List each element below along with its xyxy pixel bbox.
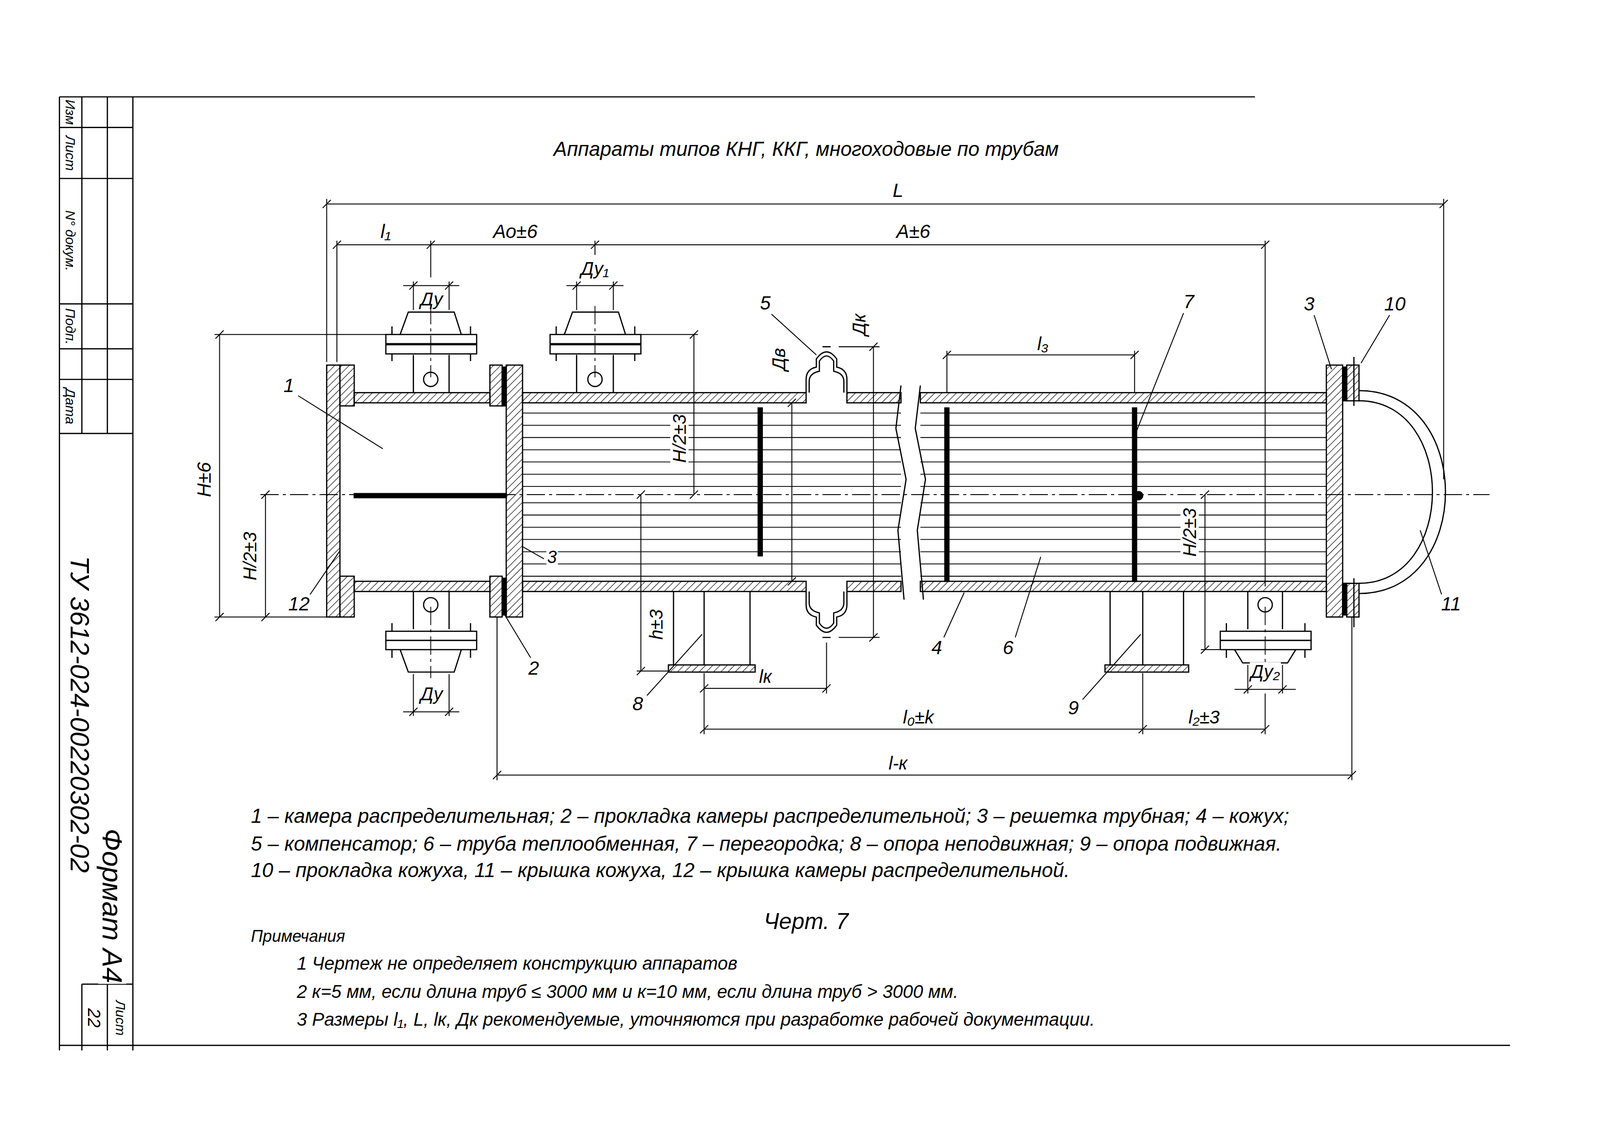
- dimension-label: L: [891, 181, 905, 201]
- stamp-text: Дата: [63, 387, 78, 425]
- dimension-lines: [214, 198, 1448, 781]
- callout-number: 3: [546, 548, 558, 566]
- dimension-label: l₀±k: [901, 708, 935, 727]
- notes-heading: Примечания: [249, 928, 347, 945]
- callout-number: 9: [1067, 698, 1080, 718]
- dimension-label: l₁: [379, 222, 393, 242]
- callout-number: 5: [759, 293, 772, 313]
- dimension-label: h±3: [647, 608, 666, 641]
- dimension-label: Ао±6: [491, 222, 539, 242]
- callout-number: 7: [1182, 292, 1195, 312]
- callout-number: 2: [527, 658, 540, 679]
- document-code: ТУ 3612-024-00220302-02: [66, 554, 94, 874]
- callout-number: 4: [930, 638, 943, 658]
- break-lines: [895, 385, 926, 601]
- dimension-label: H±6: [194, 460, 214, 498]
- hatched-walls: [326, 365, 1359, 673]
- dimension-label: Ду₁: [579, 259, 610, 278]
- dimension-label: H/2±3: [240, 530, 259, 581]
- dimension-label: H/2±3: [670, 413, 689, 464]
- stamp-text: Подп.: [63, 307, 78, 346]
- leader-lines: [298, 313, 1442, 700]
- sheet-frame: [59, 97, 1510, 1052]
- stamp-text: Лист: [63, 134, 78, 172]
- callout-number: 10: [1383, 294, 1407, 314]
- callout-number: 3: [1303, 294, 1316, 314]
- dimension-label: А±6: [895, 222, 932, 242]
- callout-number: 12: [287, 594, 311, 614]
- drawing-title: Аппараты типов КНГ, ККГ, многоходовые по…: [552, 139, 1060, 160]
- sheet-format: Формат А4: [98, 828, 127, 985]
- dimension-label: lк: [758, 667, 773, 686]
- gaskets: [354, 367, 1347, 616]
- dimension-label: l-к: [887, 754, 909, 773]
- dimension-label: l₂±3: [1187, 708, 1221, 727]
- callout-number: 1: [282, 376, 296, 396]
- nozzles: [385, 312, 1311, 673]
- dimension-label: Дв: [769, 346, 788, 372]
- stamp-text: Лист: [113, 999, 128, 1037]
- dimension-label: Ду: [419, 289, 444, 309]
- dimension-label: Дк: [849, 312, 869, 337]
- callout-number: 8: [631, 694, 644, 714]
- sheet-number: 22: [85, 1007, 103, 1029]
- dimension-label: Ду₂: [1249, 662, 1281, 681]
- parts-list: 1 – камера распределительная; 2 – прокла…: [249, 806, 1290, 827]
- supports: [673, 591, 1184, 666]
- note: 1 Чертеж не определяет конструкцию аппар…: [295, 954, 739, 973]
- shell-cover-dome: [1353, 357, 1446, 628]
- parts-list: 10 – прокладка кожуха, 11 – крышка кожух…: [249, 860, 1071, 881]
- dimension-label: l₃: [1036, 334, 1050, 353]
- stamp-text: Изм: [63, 98, 78, 126]
- dimension-label: H/2±3: [1180, 507, 1199, 558]
- compensator: [806, 346, 847, 638]
- figure-caption: Черт. 7: [762, 910, 850, 933]
- center-lines: [260, 305, 1490, 679]
- stamp-text: N° докум.: [63, 209, 78, 272]
- callout-number: 6: [1001, 638, 1015, 658]
- note: 2 к=5 мм, если длина труб ≤ 3000 мм и к=…: [295, 982, 960, 1001]
- note: 3 Размеры l₁, L, lк, Дк рекомендуемые, у…: [295, 1010, 1096, 1029]
- callout-number: 11: [1439, 594, 1462, 614]
- dimension-label: Ду: [419, 684, 444, 704]
- parts-list: 5 – компенсатор; 6 – труба теплообменная…: [249, 833, 1283, 855]
